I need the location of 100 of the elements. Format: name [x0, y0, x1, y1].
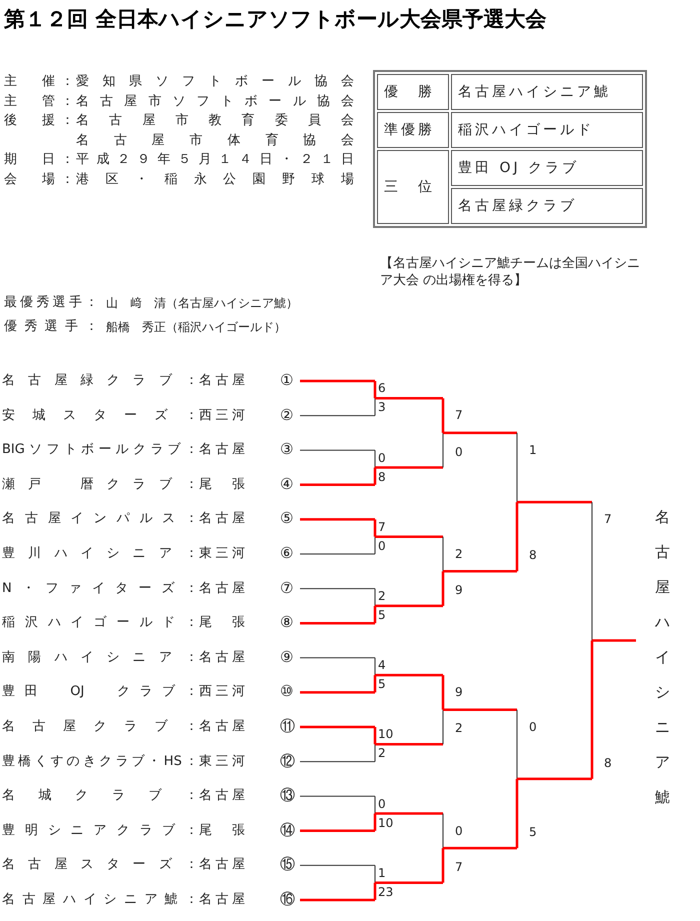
region-name: 名古屋	[199, 580, 245, 597]
score-label: 6	[378, 380, 386, 396]
team-name: 名古屋緑クラブ：	[2, 373, 198, 389]
score-label: 4	[378, 657, 386, 674]
seed-number: ⑧	[280, 614, 294, 630]
info-label: 主 催：	[4, 74, 74, 90]
seed-number: ③	[280, 441, 294, 458]
score-label: 10	[378, 726, 394, 742]
info-label: 期 日：	[4, 152, 74, 168]
score-label: 5	[529, 824, 537, 840]
region-name: 尾張	[199, 822, 245, 839]
score-label: 9	[455, 582, 463, 598]
score-label: 0	[529, 718, 537, 735]
seed-number: ①	[280, 372, 294, 388]
seed-number: ④	[280, 476, 294, 492]
info-value: 名古屋市教育委員会	[76, 113, 354, 129]
seed-number: ⑫	[280, 752, 295, 769]
seed-number: ⑥	[280, 545, 294, 561]
region-name: 名古屋	[199, 857, 245, 874]
seed-number: ⑪	[280, 718, 295, 734]
score-label: 8	[604, 754, 612, 771]
seed-number: ⑦	[280, 580, 294, 596]
score-label: 23	[378, 884, 394, 900]
score-label: 2	[378, 588, 386, 604]
table-cell: 準優勝	[377, 112, 449, 148]
region-name: 西三河	[199, 408, 245, 424]
team-name: 豊明シニアクラブ：	[2, 822, 198, 839]
table-cell: 名古屋緑クラブ	[451, 188, 643, 224]
team-name: BIGソフトボールクラブ：	[2, 442, 198, 458]
score-label: 0	[455, 822, 463, 838]
region-name: 名古屋	[199, 719, 245, 735]
score-label: 1	[529, 442, 537, 458]
score-label: 7	[455, 858, 463, 875]
score-label: 8	[378, 468, 386, 484]
score-label: 10	[378, 814, 394, 830]
champion-name: 名古屋ハイシニア鯱	[655, 507, 671, 808]
info-value: 名古屋市ソフトボール協会	[76, 94, 354, 110]
award-value: 船橋 秀正（稲沢ハイゴールド）	[106, 319, 286, 335]
score-label: 7	[455, 407, 463, 424]
seed-number: ⑨	[280, 648, 294, 665]
table-cell: 優 勝	[377, 74, 449, 110]
score-label: 0	[455, 444, 463, 460]
score-label: 5	[378, 606, 386, 623]
score-label: 9	[455, 684, 463, 700]
info-label: 会 場：	[4, 172, 74, 188]
team-name: 名城クラブ：	[2, 788, 198, 804]
region-name: 名古屋	[199, 373, 245, 389]
info-value: 港区・稲永公園野球場	[76, 172, 354, 188]
region-name: 東三河	[199, 546, 245, 562]
award-label: 最優秀選手：	[4, 295, 98, 311]
score-label: 2	[455, 546, 463, 562]
seed-number: ②	[280, 406, 294, 423]
region-name: 名古屋	[199, 650, 245, 666]
region-name: 尾張	[199, 615, 245, 632]
info-label: 主 管：	[4, 94, 74, 110]
info-value: 愛知県ソフトボール協会	[76, 74, 354, 90]
team-name: 稲沢ハイゴールド：	[2, 615, 198, 632]
region-name: 名古屋	[199, 788, 245, 804]
score-label: 0	[378, 538, 386, 554]
team-name: 名古屋ハイシニア鯱：	[2, 892, 198, 908]
award-value: 山 﨑 清（名古屋ハイシニア鯱）	[106, 295, 298, 311]
score-label: 0	[378, 450, 386, 466]
score-label: 1	[378, 864, 386, 881]
table-cell: 稲沢ハイゴールド	[451, 112, 643, 148]
team-name: 豊田 OJ クラブ：	[2, 684, 198, 700]
table-cell: 豊田 OJ クラブ	[451, 150, 643, 186]
title: 第１２回 全日本ハイシニアソフトボール大会県予選大会	[4, 6, 546, 32]
seed-number: ⑯	[280, 891, 295, 907]
team-name: 名古屋インパルス：	[2, 511, 198, 528]
team-name: 名古屋スターズ：	[2, 857, 198, 874]
region-name: 名古屋	[199, 442, 245, 458]
region-name: 東三河	[199, 754, 245, 770]
seed-number: ⑬	[280, 787, 295, 804]
score-label: 2	[455, 720, 463, 736]
seed-number: ⑤	[280, 510, 294, 526]
team-name: N・ファイターズ：	[2, 580, 198, 597]
region-name: 名古屋	[199, 511, 245, 528]
region-name: 名古屋	[199, 892, 245, 908]
table-cell: 名古屋ハイシニア鯱	[451, 74, 643, 110]
score-label: 5	[378, 676, 386, 692]
table-cell: 三 位	[377, 150, 449, 224]
info-label: 後 援：	[4, 113, 74, 129]
score-label: 8	[529, 547, 537, 564]
note-text: 【名古屋ハイシニア鯱チームは全国ハイシニア大会 の出場権を得る】	[380, 255, 641, 289]
region-name: 尾張	[199, 476, 245, 493]
team-name: 名古屋クラブ：	[2, 719, 198, 735]
seed-number: ⑭	[280, 822, 295, 838]
info-value: 名古屋市体育協会	[76, 132, 354, 148]
score-label: 3	[378, 399, 386, 416]
score-label: 7	[378, 518, 386, 535]
score-label: 0	[378, 796, 386, 812]
award-label: 優秀選手：	[4, 319, 98, 335]
team-name: 南陽ハイシニア：	[2, 650, 198, 666]
seed-number: ⑮	[280, 856, 295, 872]
seed-number: ⑩	[280, 683, 294, 700]
region-name: 西三河	[199, 684, 245, 700]
score-label: 7	[604, 511, 612, 528]
team-name: 豊橋くすのきクラブ・HS：	[2, 754, 198, 770]
info-value: 平成２９年５月１４日・２１日	[76, 152, 354, 168]
score-label: 2	[378, 745, 386, 762]
